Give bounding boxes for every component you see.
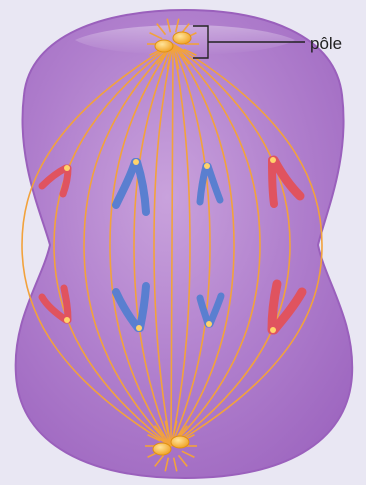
- centromere: [206, 321, 212, 327]
- cell-membrane: [16, 10, 353, 478]
- centromere: [133, 159, 139, 165]
- centromere: [204, 163, 210, 169]
- centromere: [64, 317, 70, 323]
- centromere: [64, 165, 70, 171]
- chromosome: [64, 288, 68, 320]
- centromere: [270, 327, 276, 333]
- pole-label: pôle: [310, 34, 342, 54]
- centromere: [270, 157, 276, 163]
- centromere: [136, 325, 142, 331]
